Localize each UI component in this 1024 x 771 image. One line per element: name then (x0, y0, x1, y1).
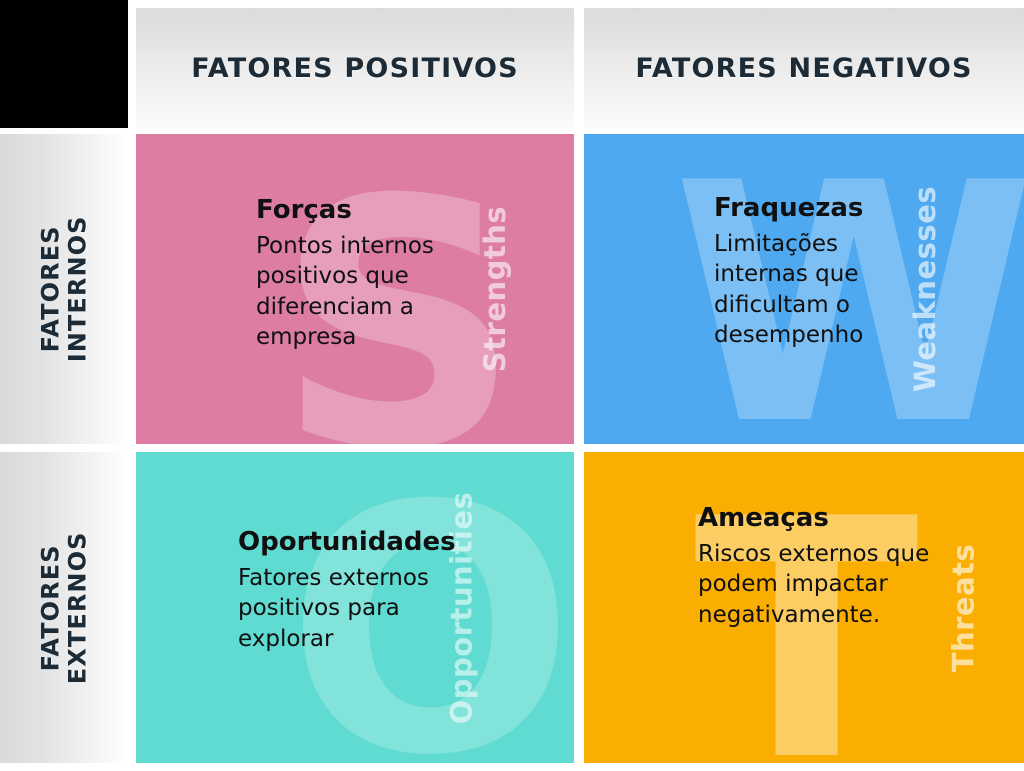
column-header-positives-label: FATORES POSITIVOS (191, 52, 519, 84)
row-header-internal-line2: INTERNOS (63, 215, 91, 363)
row-header-external-factors: FATORES EXTERNOS (0, 452, 128, 763)
row-header-external-line1: FATORES (36, 544, 65, 671)
quadrant-opportunities-text: Oportunidades Fatores externos positivos… (238, 528, 493, 654)
quadrant-threats-description: Riscos externos que podem impactar negat… (698, 540, 930, 628)
quadrant-strengths-text: Forças Pontos internos positivos que dif… (256, 196, 486, 353)
quadrant-opportunities-description: Fatores externos positivos para explorar (238, 564, 429, 652)
corner-block (0, 0, 128, 128)
quadrant-opportunities-title: Oportunidades (238, 527, 456, 557)
row-header-external-factors-label: FATORES EXTERNOS (36, 531, 91, 684)
column-header-negatives-label: FATORES NEGATIVOS (635, 52, 973, 84)
quadrant-weaknesses-text: Fraquezas Limitações internas que dificu… (714, 194, 929, 351)
quadrant-weaknesses-title: Fraquezas (714, 193, 864, 223)
quadrant-strengths[interactable]: S Strengths Forças Pontos internos posit… (136, 134, 574, 444)
column-header-positives: FATORES POSITIVOS (136, 8, 574, 128)
quadrant-opportunities[interactable]: O Opportunities Oportunidades Fatores ex… (136, 452, 574, 763)
quadrant-strengths-title: Forças (256, 195, 352, 225)
quadrant-threats-text: Ameaças Riscos externos que podem impact… (698, 504, 933, 630)
quadrant-threats-title: Ameaças (698, 503, 829, 533)
row-header-internal-line1: FATORES (36, 225, 65, 353)
column-header-negatives: FATORES NEGATIVOS (584, 8, 1024, 128)
quadrant-threats[interactable]: T Threats Ameaças Riscos externos que po… (584, 452, 1024, 763)
quadrant-weaknesses[interactable]: W Weaknesses Fraquezas Limitações intern… (584, 134, 1024, 444)
row-header-external-line2: EXTERNOS (63, 531, 91, 684)
row-header-internal-factors: FATORES INTERNOS (0, 134, 128, 444)
quadrant-strengths-description: Pontos internos positivos que diferencia… (256, 232, 434, 351)
side-label-threats: Threats (946, 543, 981, 672)
row-header-internal-factors-label: FATORES INTERNOS (36, 215, 91, 363)
quadrant-weaknesses-description: Limitações internas que dificultam o des… (714, 230, 864, 349)
